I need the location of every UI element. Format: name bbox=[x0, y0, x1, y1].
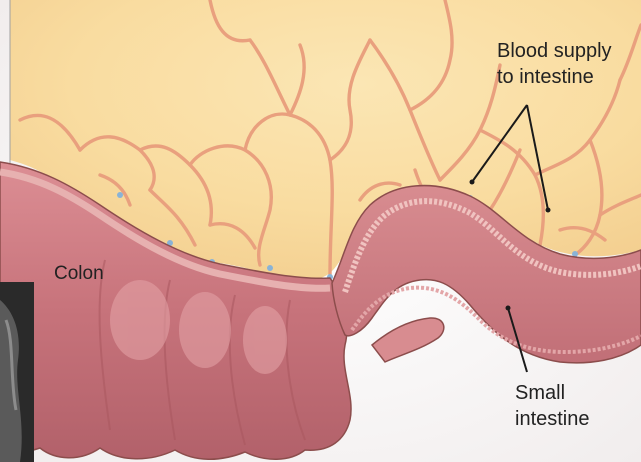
small-intestine-dot bbox=[506, 306, 511, 311]
small-intestine-line1: Small bbox=[515, 380, 590, 406]
blood-supply-dot-left bbox=[470, 180, 475, 185]
blood-supply-line2: to intestine bbox=[497, 64, 612, 90]
colon-label: Colon bbox=[54, 262, 104, 285]
blood-supply-dot-right bbox=[546, 208, 551, 213]
blood-supply-label: Blood supply to intestine bbox=[497, 38, 612, 90]
blood-supply-line1: Blood supply bbox=[497, 38, 612, 64]
xray-inset bbox=[0, 282, 34, 462]
small-intestine-label: Small intestine bbox=[515, 380, 590, 432]
small-intestine-line2: intestine bbox=[515, 406, 590, 432]
